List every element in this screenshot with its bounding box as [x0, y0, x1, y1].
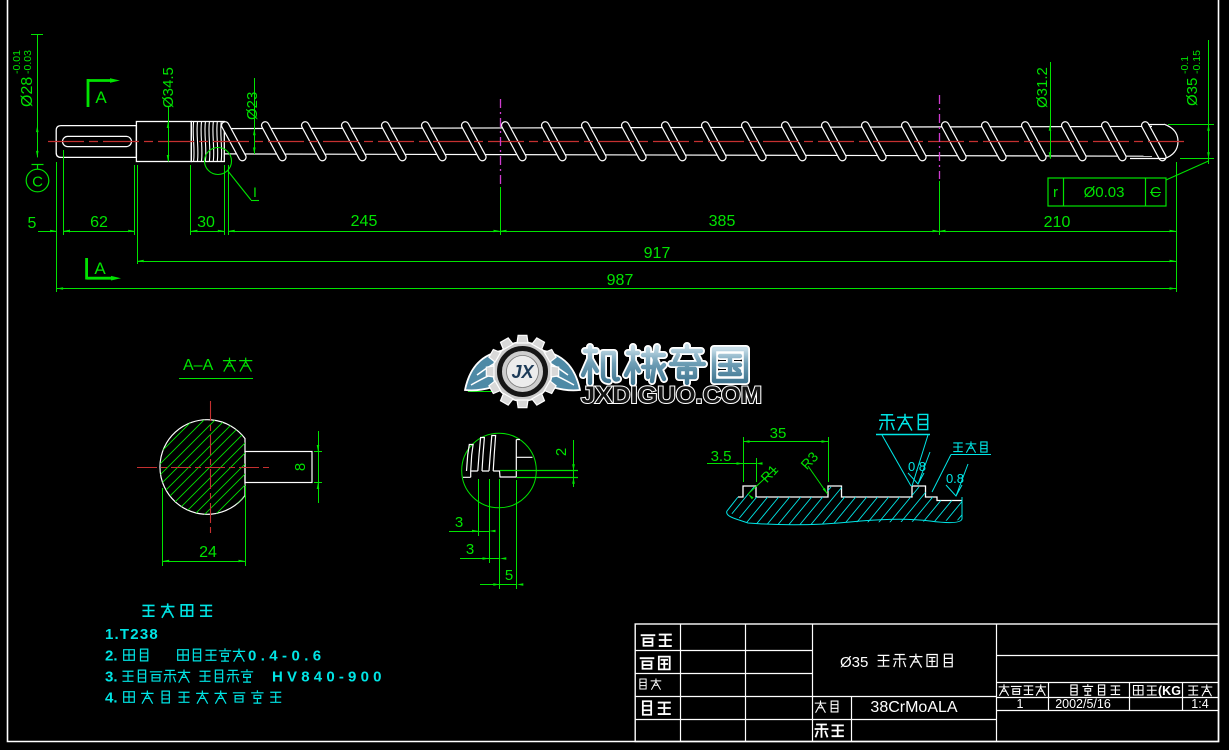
svg-text:5: 5	[28, 215, 37, 232]
svg-text:JXDIGUO.COM: JXDIGUO.COM	[581, 382, 762, 409]
svg-text:2.: 2.	[105, 648, 118, 665]
svg-text:4.: 4.	[105, 690, 118, 707]
svg-text:Ø35: Ø35	[1184, 78, 1201, 106]
svg-text:Ø35: Ø35	[840, 654, 868, 671]
svg-text:245: 245	[351, 213, 378, 230]
svg-text:385: 385	[709, 213, 736, 230]
svg-text:2002/5/16: 2002/5/16	[1055, 697, 1111, 711]
svg-text:35: 35	[770, 425, 787, 442]
svg-text:2: 2	[553, 448, 570, 456]
svg-text:C: C	[32, 174, 43, 191]
svg-text:210: 210	[1044, 214, 1071, 231]
svg-text:Ø28: Ø28	[19, 77, 36, 107]
svg-text:3.5: 3.5	[711, 448, 732, 465]
svg-text:-0.03: -0.03	[22, 50, 34, 74]
svg-text:3.: 3.	[105, 669, 118, 686]
svg-text:JX: JX	[511, 362, 534, 382]
svg-text:0.4-0.6: 0.4-0.6	[248, 648, 326, 665]
svg-text:5: 5	[505, 567, 513, 584]
svg-text:1.T238: 1.T238	[105, 626, 159, 643]
svg-text:1: 1	[1017, 697, 1024, 711]
svg-text:HV840-900: HV840-900	[272, 669, 386, 686]
svg-text:Ø34.5: Ø34.5	[160, 67, 177, 108]
svg-text:0.8: 0.8	[908, 459, 926, 474]
svg-text:A: A	[94, 259, 106, 278]
svg-text:62: 62	[90, 214, 108, 231]
svg-text:30: 30	[197, 214, 215, 231]
svg-text:A–A: A–A	[183, 357, 214, 374]
svg-text:I: I	[253, 184, 257, 200]
svg-text:Ø0.03: Ø0.03	[1084, 184, 1125, 201]
svg-text:24: 24	[199, 544, 217, 561]
svg-text:Ø31.2: Ø31.2	[1034, 67, 1051, 108]
svg-text:-0.1: -0.1	[1179, 56, 1191, 74]
svg-text:987: 987	[607, 272, 634, 289]
svg-text:3: 3	[455, 514, 463, 531]
svg-text:3: 3	[466, 541, 474, 558]
svg-text:917: 917	[644, 245, 671, 262]
svg-text:-0.15: -0.15	[1191, 50, 1203, 74]
svg-text:1:4: 1:4	[1191, 697, 1208, 711]
svg-text:0.8: 0.8	[946, 471, 964, 486]
svg-text:38CrMoALA: 38CrMoALA	[870, 699, 957, 716]
svg-text:r: r	[1053, 184, 1058, 201]
svg-text:-0.01: -0.01	[11, 50, 23, 74]
svg-text:(KG: (KG	[1158, 684, 1181, 698]
svg-text:Ø23: Ø23	[244, 92, 261, 120]
svg-text:A: A	[95, 88, 107, 107]
svg-text:8: 8	[292, 463, 309, 471]
